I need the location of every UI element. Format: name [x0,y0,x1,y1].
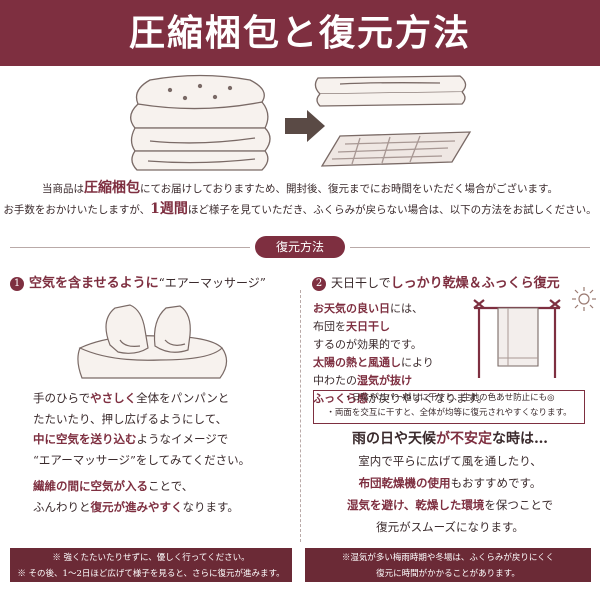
method1-line-2: たたいたり、押し広げるようにして、 [33,409,298,430]
divider-right [350,247,590,248]
m1l6-post: なります。 [182,499,239,514]
method1-number: 1 [10,277,24,291]
m1l1-post: 全体をパンパンと [136,391,230,405]
rain-l3-post: を保つことで [484,498,554,512]
footer-left-1: ※ 強くたたいたりせずに、優しく行ってください。 [52,553,250,563]
m2l6-b: ふっくら感 [313,392,368,405]
m1l6-pre: ふんわりと [33,499,91,514]
m1l6-b: 復元が進みやすく [90,499,183,514]
section-title: 復元方法 [255,236,345,258]
compressed-futon-icon [314,75,467,107]
futon-fluffy-icon [130,74,271,171]
intro-line1-em: 圧縮梱包 [83,180,140,196]
rain-line-4: 復元がスムーズになります。 [376,520,524,534]
sun-icon [572,287,596,311]
method1-line-6: ふんわりと復元が進みやすくなります。 [33,497,298,518]
hands-massage-icon [77,304,228,379]
rain-l2-post: もおすすめです。 [450,476,542,490]
rain-heading-pre: 雨の日や天候 [352,431,436,447]
m1l5-post: ことで、 [148,479,194,493]
m1l1-pre: 手のひらで [33,391,91,405]
footer-note-right: ※湿気が多い梅雨時期や冬場は、ふくらみが戻りにくく 復元に時間がかかることがあり… [305,548,591,582]
m2l4-b: 太陽の熱と風通し [313,356,401,369]
intro-line2-pre: お手数をおかけいたしますが、 [3,204,151,216]
footer-right-2: 復元に時間がかかることがあります。 [376,569,520,579]
footer-right-1: ※湿気が多い梅雨時期や冬場は、ふくらみが戻りにくく [341,553,555,563]
method2-line-6: ふっくら感が戻りやすくなります。 [313,390,493,408]
vacuum-bag-icon [320,131,472,167]
m2l2-post: 布団を [313,320,346,333]
arrow-right-icon [285,110,325,142]
method2-title-hi: しっかり乾燥＆ふっくら復元 [390,276,560,291]
method1-line-1: 手のひらでやさしく全体をパンパンと [33,388,298,409]
rain-l3-b: 湿気を避け、乾燥した環境 [346,498,485,512]
m2l6-post: が戻りやすくなります。 [368,392,488,405]
method2-line-3: するのが効果的です。 [313,336,493,354]
m1l1-b: やさしく [90,391,137,405]
method2-number: 2 [312,277,326,291]
m1l5-b: 繊維の間に空気が入る [33,479,148,493]
method2-note-2: ・両面を交互に干すと、全体が均等に復元されやすくなります。 [326,408,572,418]
intro-line1-pre: 当商品は [41,183,84,195]
method2-note-1: ・日陰やカバー越しに干すと、生地の色あせ防止にも◎ [343,393,555,403]
m2l2-b2: 天日干し [346,320,390,333]
method2-line-5: 中わたの湿気が抜け [313,372,493,390]
divider-left [10,247,250,248]
method2-title-pre: 天日干しで [331,276,391,290]
header-banner: 圧縮梱包と復元方法 [0,0,600,66]
m1l4-pre: “エアーマッサージ”をしてみてください。 [33,452,251,467]
intro-line2-post: ほど様子を見ていただき、ふくらみが戻らない場合は、以下の方法をお試しください。 [187,204,597,216]
method1-line-4: “エアーマッサージ”をしてみてください。 [33,450,298,471]
page-title: 圧縮梱包と復元方法 [128,12,471,54]
m1l3-b: 中に空気を送り込む [33,432,137,446]
rain-line-2: 布団乾燥機の使用もおすすめです。 [305,472,595,494]
m2l5-post: 中わたの [313,374,357,387]
rain-heading-b: が不安定 [436,431,492,447]
method1-description: 手のひらでやさしく全体をパンパンと たたいたり、押し広げるようにして、 中に空気… [33,388,298,517]
rain-l2-pre: 布団乾燥機の使用 [358,476,451,490]
m1l3-post: ようなイメージで [136,432,229,446]
method2-line-4: 太陽の熱と風通しにより [313,354,493,372]
method1-title-rest: “エアーマッサージ” [158,276,266,290]
footer-left-2: ※ その後、1～2日ほど広げて様子を見ると、さらに復元が進みます。 [17,569,285,579]
compression-illustration [130,74,472,171]
rain-line-3: 湿気を避け、乾燥した環境を保つことで [305,494,595,516]
m2l3-post: するのが効果的です。 [313,338,422,351]
method1-line-5: 繊維の間に空気が入ることで、 [33,476,298,497]
m2l1-b: お天気の良い日 [313,302,390,315]
rain-heading-post: な時は… [492,431,548,447]
method2-description: お天気の良い日には、 布団を天日干し するのが効果的です。 太陽の熱と風通しによ… [313,300,493,408]
column-separator [300,290,302,542]
method2-line-1: お天気の良い日には、 [313,300,493,318]
intro-line-2: お手数をおかけいたしますが、1週間ほど様子を見ていただき、ふくらみが戻らない場合… [0,199,600,220]
m2l1-post: には、 [390,302,423,315]
method1-title: 1 空気を含ませるように“エアーマッサージ” [10,272,266,291]
m1l2-pre: たたいたり、押し広げるようにして、 [33,411,228,426]
method2-title: 2 天日干しでしっかり乾燥＆ふっくら復元 [312,272,560,291]
intro-line1-post: にてお届けしておりますため、開封後、復元までにお時間をいただく場合がございます。 [139,183,558,195]
method1-title-hi: 空気を含ませるように [29,276,159,291]
rain-heading: 雨の日や天候が不安定な時は… [305,428,595,450]
rain-line-1: 室内で平らに広げて風を通したり、 [358,454,542,468]
drying-rack-icon [473,299,561,378]
rain-advice: 雨の日や天候が不安定な時は… 室内で平らに広げて風を通したり、 布団乾燥機の使用… [305,428,595,538]
method2-line-2: 布団を天日干し [313,318,493,336]
m2l5-b2: 湿気が抜け [357,374,412,387]
intro-text: 当商品は圧縮梱包にてお届けしておりますため、開封後、復元までにお時間をいただく場… [0,178,600,220]
m2l4-post: により [401,356,434,369]
intro-line-1: 当商品は圧縮梱包にてお届けしておりますため、開封後、復元までにお時間をいただく場… [0,178,600,199]
method1-line-3: 中に空気を送り込むようなイメージで [33,429,298,450]
intro-line2-em: 1週間 [150,201,188,217]
footer-note-left: ※ 強くたたいたりせずに、優しく行ってください。 ※ その後、1～2日ほど広げて… [10,548,292,582]
method2-note-box: ・日陰やカバー越しに干すと、生地の色あせ防止にも◎ ・両面を交互に干すと、全体が… [313,390,585,424]
